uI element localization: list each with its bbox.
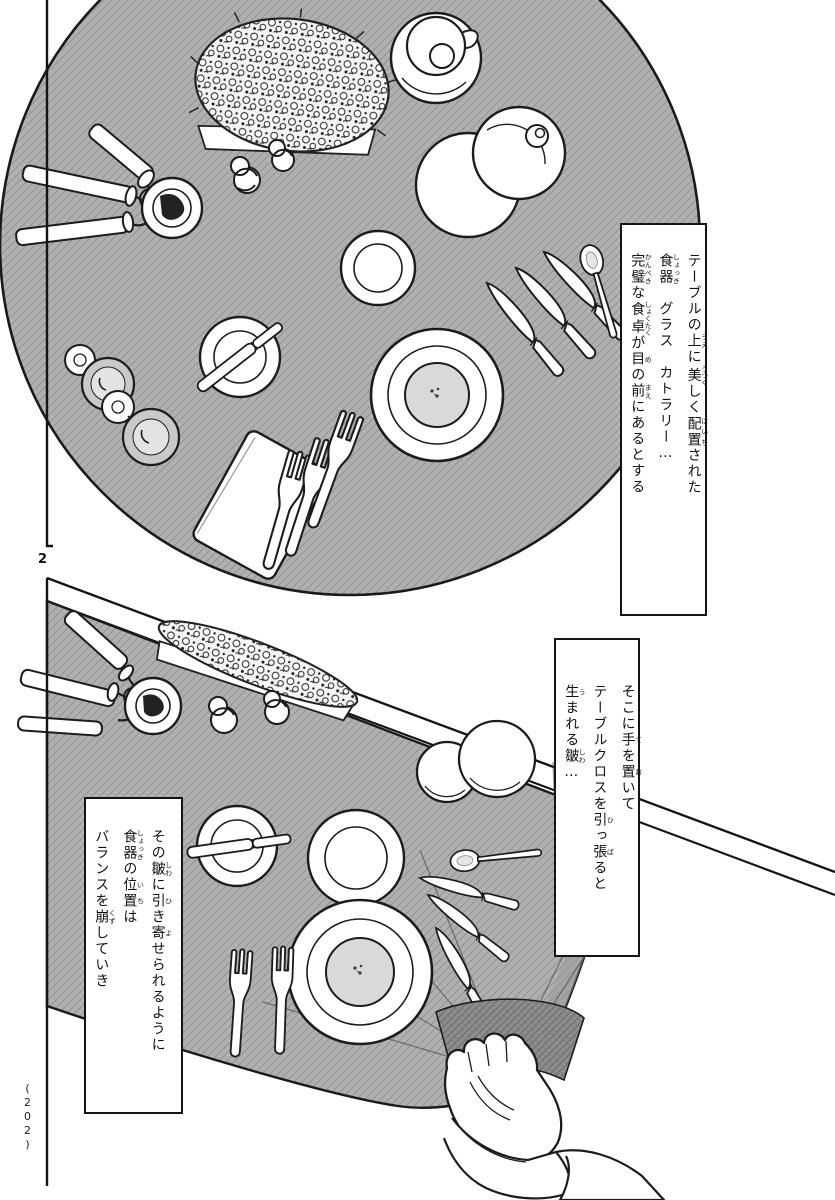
caption-2-line-2: テーブルクロスを引ひっ張ぱると [591,684,615,892]
panel-number: 2 [38,552,48,567]
caption-1-line-1: テーブルの上うえに美うつくしく配置はいちされた [685,253,709,496]
panel-2-table-scene [17,576,835,1200]
caption-3-line-2: 食器しょっきの位置いちは [121,829,145,925]
flower-centerpiece [188,8,397,156]
caption-box-2: そこに手てを置おいて テーブルクロスを引ひっ張ぱると 生うまれる皺しわ… [554,638,643,957]
caption-3-line-1: その皺しわに引ひき寄よせられるように [149,829,173,1053]
covered-tureen [414,105,567,239]
caption-2-line-1: そこに手てを置おいて [619,684,643,812]
page-number: (202) [21,1082,34,1152]
cup-and-saucer [415,719,537,804]
butter-plate-with-knife-tilted [186,804,292,888]
panel-1-border [45,0,53,548]
caption-2-line-3: 生うまれる皺しわ… [563,684,587,782]
side-plate [306,808,406,908]
butter-plate-with-knife [196,315,284,399]
caption-1-line-3: 完璧かんぺきな食卓しょくたくが目めの前まえにあるとする [629,253,653,496]
wine-glasses [64,344,181,467]
dinner-plate-tilted [286,898,434,1046]
caption-box-3: その皺しわに引ひき寄よせられるように 食器しょっきの位置いちは バランスを崩くず… [84,797,183,1114]
caption-box-1: テーブルの上うえに美うつくしく配置はいちされた 食器しょっき グラス カトラリー… [620,223,709,616]
salt-pepper-shakers [230,139,295,194]
candelabra [15,123,204,247]
caption-3-line-3: バランスを崩くずしていき [93,829,117,989]
bread-plate [339,229,417,307]
candelabra-tilted [17,610,183,737]
hand-pulling-cloth [442,1032,666,1200]
dinner-plate [369,327,505,463]
caption-1-line-2: 食器しょっき グラス カトラリー… [657,253,681,463]
salt-pepper-shakers-tilted [208,690,290,734]
sauce-boat [389,11,483,105]
flower-centerpiece-tilted [155,620,359,722]
panel-1-table-scene [0,0,702,597]
